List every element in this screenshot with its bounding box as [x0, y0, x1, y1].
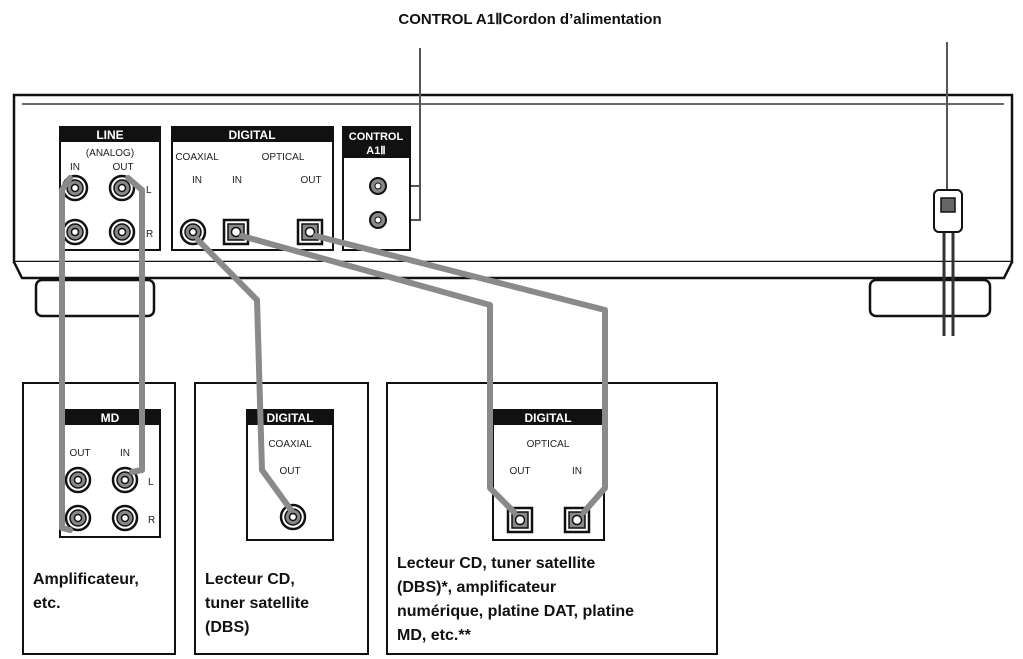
- analog-label: (ANALOG): [86, 148, 134, 159]
- box3-optical-label: OPTICAL: [527, 439, 570, 450]
- analog-cable-in: [59, 175, 73, 533]
- box2-digital-header: DIGITAL: [266, 411, 313, 425]
- box3-digital-header: DIGITAL: [524, 411, 571, 425]
- box3-in-label: IN: [572, 466, 582, 477]
- coaxial-cable: [195, 237, 294, 513]
- box2-out-label: OUT: [279, 466, 300, 477]
- caption-line: Amplificateur,: [33, 571, 139, 588]
- md-l-label: L: [148, 477, 154, 488]
- caption-line: (DBS): [205, 619, 249, 636]
- line-out-label: OUT: [112, 162, 133, 173]
- md-out-l-jack[interactable]: [64, 466, 92, 494]
- optical-cable-out: [313, 233, 608, 515]
- md-in-label: IN: [120, 448, 130, 459]
- box2-coaxial-label: COAXIAL: [268, 439, 312, 450]
- caption-line: (DBS)*, amplificateur: [397, 579, 556, 596]
- digital-panel: DIGITAL COAXIAL OPTICAL IN IN OUT: [171, 126, 334, 251]
- control-a1-header: A1Ⅱ: [366, 145, 385, 157]
- power-connector: [933, 189, 963, 233]
- md-header: MD: [101, 411, 120, 425]
- md-in-r-jack[interactable]: [111, 504, 139, 532]
- top-label: CONTROL A1ⅡCordon d’alimentation: [398, 11, 661, 28]
- caption-line: Lecteur CD,: [205, 571, 295, 588]
- line-out-r-jack[interactable]: [108, 218, 136, 246]
- md-out-r-jack[interactable]: [64, 504, 92, 532]
- digital-header: DIGITAL: [228, 128, 275, 142]
- optical-out-jack[interactable]: [296, 218, 324, 246]
- caption-line: MD, etc.**: [397, 627, 472, 644]
- player-body: [12, 93, 1014, 318]
- coax-in-label: IN: [192, 175, 202, 186]
- cables: [59, 175, 608, 533]
- caption-line: Lecteur CD, tuner satellite: [397, 555, 595, 572]
- line-in-label: IN: [70, 162, 80, 173]
- caption-line: tuner satellite: [205, 595, 309, 612]
- analog-cable-out: [125, 175, 145, 475]
- coaxial-label: COAXIAL: [175, 152, 219, 163]
- md-out-label: OUT: [69, 448, 90, 459]
- caption-line: numérique, platine DAT, platine: [397, 603, 634, 620]
- box-cd-optical: DIGITAL OPTICAL OUT IN Lecteur CD, tuner…: [386, 382, 718, 655]
- left-foot: [34, 278, 156, 318]
- opt-out-label: OUT: [300, 175, 321, 186]
- caption-line: etc.: [33, 595, 61, 612]
- right-foot: [868, 278, 992, 318]
- box-amplifier: MD OUT IN L R Amplificateur, etc.: [22, 382, 176, 655]
- optical-cable-in: [239, 233, 517, 515]
- line-header: LINE: [96, 128, 123, 142]
- box-cd-coaxial: DIGITAL COAXIAL OUT Lecteur CD, tuner sa…: [194, 382, 369, 655]
- line-in-r-jack[interactable]: [61, 218, 89, 246]
- optical-label: OPTICAL: [262, 152, 305, 163]
- opt-in-label: IN: [232, 175, 242, 186]
- line-l-label: L: [146, 185, 152, 196]
- md-r-label: R: [148, 515, 155, 526]
- control-header: CONTROL: [349, 131, 404, 143]
- line-r-label: R: [146, 229, 153, 240]
- optical-in-jack[interactable]: [222, 218, 250, 246]
- control-a1-panel: CONTROL A1Ⅱ: [342, 126, 411, 251]
- box3-out-label: OUT: [509, 466, 530, 477]
